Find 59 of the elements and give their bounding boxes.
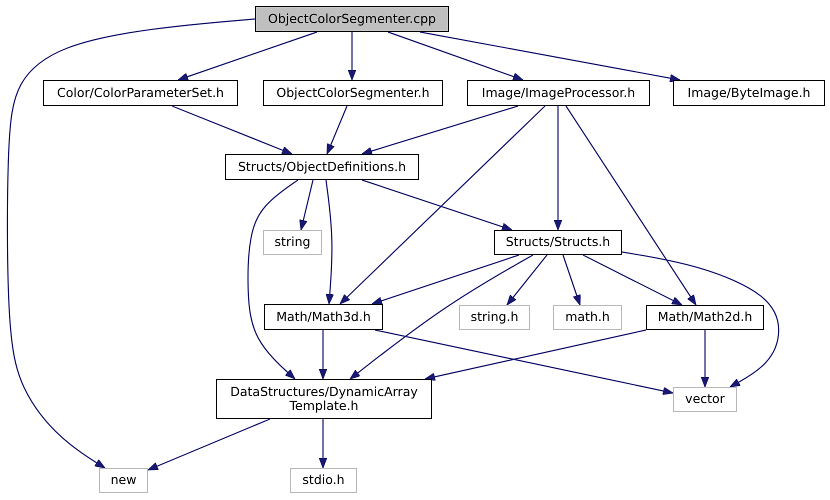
file-name: string.h xyxy=(470,310,518,325)
file-box xyxy=(263,80,443,106)
include-arrow xyxy=(350,254,534,380)
file-box xyxy=(263,230,322,255)
file-name: DataStructures/DynamicArray Template.h xyxy=(229,384,419,414)
include-arrow xyxy=(554,106,562,230)
file-name: Image/ByteImage.h xyxy=(688,86,810,100)
file-name: Color/ColorParameterSet.h xyxy=(57,86,224,100)
file-box xyxy=(43,80,238,106)
file-box xyxy=(494,230,622,255)
include-arrow xyxy=(506,254,548,306)
include-arrow xyxy=(348,32,356,80)
include-arrow xyxy=(178,31,318,81)
file-box xyxy=(673,387,737,412)
file-box xyxy=(255,6,449,32)
include-arrow xyxy=(6,18,256,468)
include-arrow xyxy=(566,106,696,306)
file-box xyxy=(264,304,383,330)
file-name: stdio.h xyxy=(302,473,345,488)
file-name: ObjectColorSegmenter.cpp xyxy=(268,12,436,26)
include-arrow xyxy=(362,179,512,231)
file-name: Image/ImageProcessor.h xyxy=(482,86,636,100)
file-name: new xyxy=(110,473,136,488)
include-arrow xyxy=(562,254,581,306)
include-arrow xyxy=(700,330,710,388)
file-name: Math/Math3d.h xyxy=(276,310,371,324)
include-arrow xyxy=(372,254,520,305)
include-arrow xyxy=(420,31,680,82)
include-arrow xyxy=(388,31,524,81)
file-name: Structs/ObjectDefinitions.h xyxy=(238,160,406,174)
file-box xyxy=(225,154,419,180)
file-box xyxy=(99,468,148,493)
file-box xyxy=(673,80,825,106)
include-arrow xyxy=(424,329,646,381)
include-arrow xyxy=(318,419,328,468)
file-box xyxy=(216,379,432,419)
file-box xyxy=(290,468,357,493)
include-arrow xyxy=(582,254,682,306)
include-arrow xyxy=(148,418,270,471)
include-arrow xyxy=(299,180,314,230)
include-arrow xyxy=(374,329,674,396)
include-arrow xyxy=(326,106,348,154)
include-arrow xyxy=(318,330,328,380)
file-box xyxy=(553,305,622,330)
include-arrow xyxy=(362,105,518,156)
file-name: math.h xyxy=(565,310,610,325)
file-name: vector xyxy=(685,392,725,407)
include-arrow xyxy=(622,251,780,388)
include-arrow xyxy=(325,180,334,304)
include-arrow xyxy=(340,106,546,304)
file-box xyxy=(467,80,650,106)
file-box xyxy=(646,305,764,330)
file-name: Math/Math2d.h xyxy=(658,310,752,325)
file-name: ObjectColorSegmenter.h xyxy=(276,86,430,100)
include-arrow xyxy=(247,180,298,380)
file-name: string xyxy=(274,235,310,250)
file-name: Structs/Structs.h xyxy=(506,235,610,250)
file-box xyxy=(459,305,530,330)
include-arrow xyxy=(172,105,292,155)
